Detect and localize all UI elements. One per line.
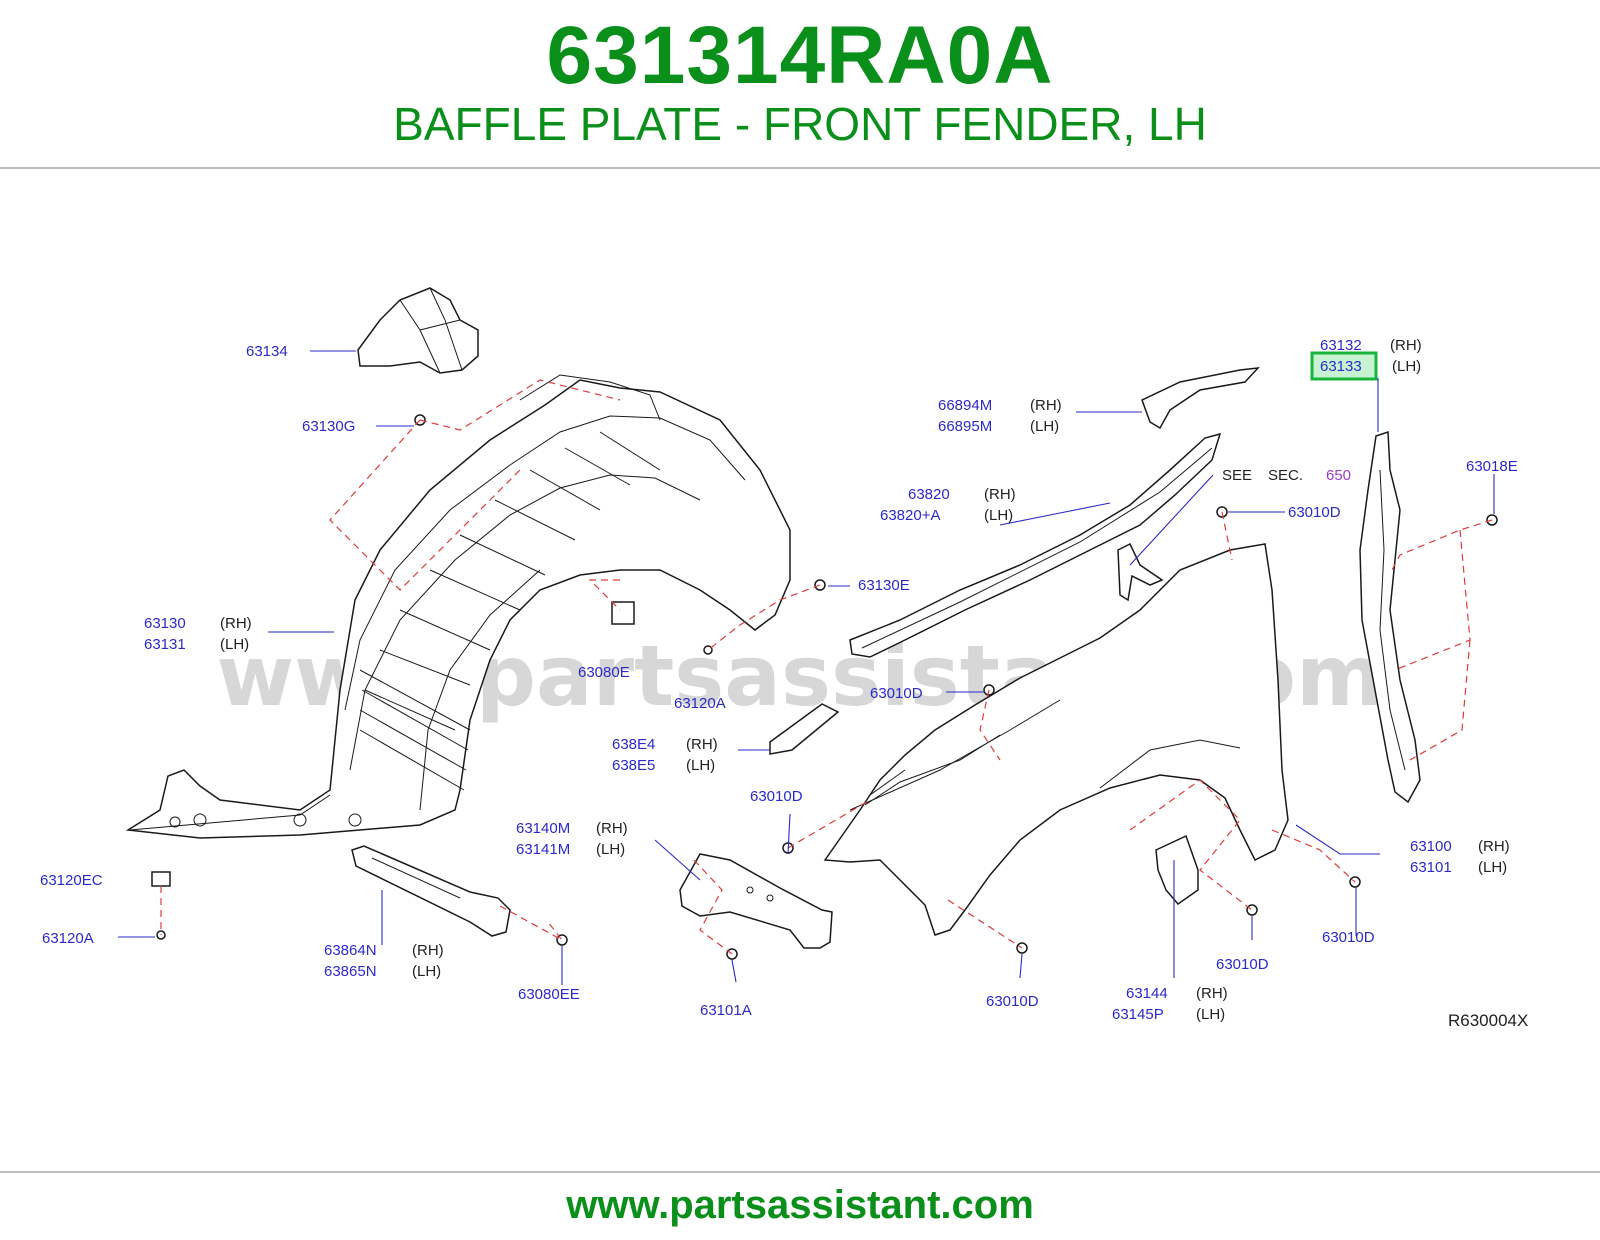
callout-66895M[interactable]: 66895M (938, 418, 992, 435)
callout-63100[interactable]: 63100 (1410, 838, 1452, 855)
callout-63120A[interactable]: 63120A (42, 930, 94, 947)
header-divider (0, 167, 1600, 169)
callout-66894M-side: (RH) (1030, 397, 1062, 414)
callout-63010D-d[interactable]: 63010D (986, 993, 1039, 1010)
callout-63140M-side: (RH) (596, 820, 628, 837)
callout-63131[interactable]: 63131 (144, 636, 186, 653)
callout-63100-side: (RH) (1478, 838, 1510, 855)
callout-63141M-side: (LH) (596, 841, 625, 858)
bracket-66894M-drawing (1141, 367, 1260, 430)
bracket-63144-drawing (1155, 834, 1199, 906)
callout-63140M[interactable]: 63140M (516, 820, 570, 837)
callout-63820[interactable]: 63820 (908, 486, 950, 503)
callout-63865N[interactable]: 63865N (324, 963, 377, 980)
assembly-lines (160, 379, 1493, 955)
callout-63141M[interactable]: 63141M (516, 841, 570, 858)
callout-63865N-side: (LH) (412, 963, 441, 980)
bracket-638E4-drawing (769, 703, 840, 755)
callout-63820-side: (RH) (984, 486, 1016, 503)
reference-code: R630004X (1448, 1011, 1528, 1030)
callout-63130G[interactable]: 63130G (302, 418, 355, 435)
block-63134-drawing (357, 287, 479, 374)
callout-63820A-side: (LH) (984, 507, 1013, 524)
sec-text: SEC. (1268, 467, 1303, 484)
callout-63010D-e[interactable]: 63010D (1216, 956, 1269, 973)
callout-63132[interactable]: 63132 (1320, 337, 1362, 354)
page-header: 631314RA0A BAFFLE PLATE - FRONT FENDER, … (0, 0, 1600, 170)
callout-labels: 63134 63130G 63130 (RH) 63131 (LH) 63130… (40, 337, 1528, 1030)
callout-63132-side: (RH) (1390, 337, 1422, 354)
callout-63010D-c[interactable]: 63010D (750, 788, 803, 805)
footer-divider (0, 1171, 1600, 1173)
see-text: SEE (1222, 467, 1252, 484)
callout-66895M-side: (LH) (1030, 418, 1059, 435)
callout-63101A[interactable]: 63101A (700, 1002, 752, 1019)
strip-63864N-drawing (351, 845, 511, 937)
leader-lines (118, 350, 1495, 985)
part-number-title: 631314RA0A (546, 10, 1054, 101)
callout-63145P[interactable]: 63145P (1112, 1006, 1164, 1023)
bracket-sec650-drawing (1117, 542, 1164, 602)
callout-63010D-f[interactable]: 63010D (1322, 929, 1375, 946)
callout-63130-side: (RH) (220, 615, 252, 632)
callout-638E5[interactable]: 638E5 (612, 757, 655, 774)
callout-638E5-side: (LH) (686, 757, 715, 774)
front-fender-drawing (823, 543, 1289, 936)
bracket-63140M-drawing (679, 853, 833, 949)
callout-638E4[interactable]: 638E4 (612, 736, 655, 753)
callout-63120A-mid[interactable]: 63120A (674, 695, 726, 712)
callout-63080EE[interactable]: 63080EE (518, 986, 580, 1003)
baffle-plate-drawing (1359, 430, 1421, 804)
callout-63131-side: (LH) (220, 636, 249, 653)
parts-diagram: www.partsassistant.com (40, 287, 1528, 1030)
callout-63080E[interactable]: 63080E (578, 664, 630, 681)
callout-63864N-side: (RH) (412, 942, 444, 959)
callout-63010D-b[interactable]: 63010D (870, 685, 923, 702)
callout-63101-side: (LH) (1478, 859, 1507, 876)
callout-638E4-side: (RH) (686, 736, 718, 753)
callout-63018E[interactable]: 63018E (1466, 458, 1518, 475)
callout-63144[interactable]: 63144 (1126, 985, 1168, 1002)
callout-63130E[interactable]: 63130E (858, 577, 910, 594)
highlight-box-63133 (1310, 351, 1378, 381)
callout-63134[interactable]: 63134 (246, 343, 288, 360)
fender-seal-63820-drawing (849, 432, 1222, 658)
callout-63101[interactable]: 63101 (1410, 859, 1452, 876)
footer-website-link[interactable]: www.partsassistant.com (566, 1183, 1034, 1227)
callout-63133[interactable]: 63133 (1320, 358, 1362, 375)
callout-63145P-side: (LH) (1196, 1006, 1225, 1023)
callout-63864N[interactable]: 63864N (324, 942, 377, 959)
fender-liner-drawing (125, 374, 791, 839)
part-name-subtitle: BAFFLE PLATE - FRONT FENDER, LH (393, 98, 1207, 150)
callout-63144-side: (RH) (1196, 985, 1228, 1002)
callout-63120EC[interactable]: 63120EC (40, 872, 103, 889)
callout-63130[interactable]: 63130 (144, 615, 186, 632)
section-link-650[interactable]: 650 (1326, 467, 1351, 484)
callout-63820A[interactable]: 63820+A (880, 507, 940, 524)
callout-63010D-a[interactable]: 63010D (1288, 504, 1341, 521)
callout-63133-side: (LH) (1392, 358, 1421, 375)
callout-66894M[interactable]: 66894M (938, 397, 992, 414)
